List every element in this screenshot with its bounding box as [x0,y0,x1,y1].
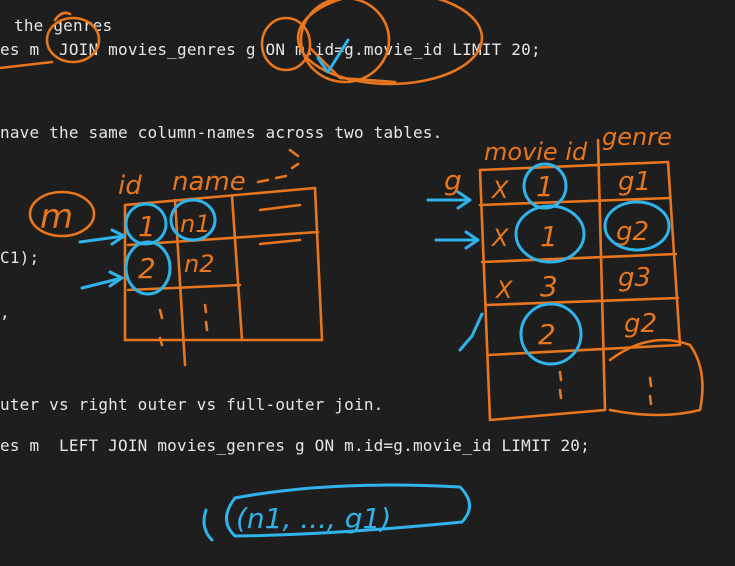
right-cell-genre-3: g3 [618,263,651,293]
right-mark-3: X [494,276,513,304]
right-cell-id-1: 1 [536,170,554,203]
right-cell-genre-4: g2 [624,309,657,339]
left-cell-name-1: n1 [180,210,210,238]
right-table-sketch: g movie id genre X X X 1 g1 1 g2 3 g3 2 … [426,123,704,422]
right-table-header-movieid: movie id [484,138,588,166]
right-table-header-genre: genre [602,123,672,151]
code-line-same-column-names: nave the same column-names across two ta… [0,123,443,142]
left-cell-id-2: 2 [138,252,156,285]
pen-cursor [288,148,300,158]
right-cell-id-2: 1 [540,220,558,253]
code-line-outer-joins: uter vs right outer vs full-outer join. [0,395,384,414]
result-tuple-text: (n1, ..., g1) [236,502,391,535]
right-cell-genre-2: g2 [616,217,649,247]
right-cell-genre-1: g1 [618,167,651,197]
right-table-alias: g [444,164,462,197]
left-cell-id-1: 1 [138,210,156,243]
left-table-header-name: name [172,167,246,197]
left-table-sketch: m id name 1 n1 2 n2 [28,162,324,367]
left-table-header-id: id [118,171,142,201]
code-line-left-join-query: es m LEFT JOIN movies_genres g ON m.id=g… [0,436,590,455]
right-mark-2: X [490,224,509,252]
first-query-marks [0,0,484,158]
code-line-c1: C1); [0,248,40,267]
left-cell-name-2: n2 [184,250,214,278]
right-cell-id-3: 3 [540,270,558,303]
right-cell-id-4: 2 [538,318,556,351]
right-mark-1: X [490,176,509,204]
code-line-join-query: es m JOIN movies_genres g ON m.id=g.movi… [0,40,541,59]
result-tuple-sketch: (n1, ..., g1) [202,483,471,542]
code-line-comma: , [0,303,10,322]
left-table-alias: m [40,197,73,237]
